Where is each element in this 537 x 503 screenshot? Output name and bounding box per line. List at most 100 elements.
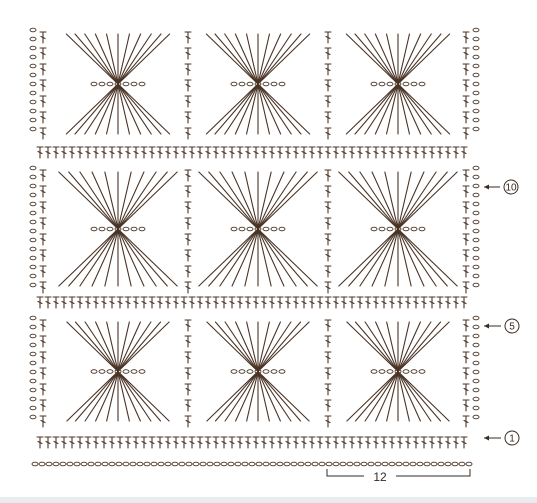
chain-stitch [29,201,37,207]
fan-stitch [397,33,411,85]
fan-stitch [397,228,437,287]
dc-stitch-bar [463,83,469,88]
chain-stitch [395,461,403,467]
dc-stitch-bar [309,440,315,445]
fan-stitch [105,33,119,85]
dc-stitch-bar [185,115,191,120]
dc-stitch-bar [197,440,203,445]
fan-stitch [397,228,412,287]
dc-stitch-bar [109,150,115,155]
fan-stitch [245,33,259,85]
dc-stitch-bar [325,403,331,408]
dc-stitch-bar [37,150,43,155]
fan-stitch [257,33,292,85]
chain-stitch [29,342,37,348]
dc-stitch-bar [229,150,235,155]
fan-stitch [117,321,162,373]
fan-stitch [397,370,432,422]
dc-stitch-bar [85,300,91,305]
chain-stitch [381,461,389,467]
dc-stitch-bar [157,440,163,445]
chain-stitch [29,72,37,78]
chain-stitch [114,226,122,232]
chain-stitch [472,351,480,357]
dc-stitch-bar [463,221,469,226]
dc-stitch-bar [185,419,191,424]
fan-stitch [257,228,318,287]
dc-stitch-bar [185,387,191,392]
chain-stitch [472,237,480,243]
dc-stitch-bar [45,300,51,305]
dc-stitch-bar [53,300,59,305]
chain-stitch [246,81,254,87]
dc-stitch-bar [45,150,51,155]
dc-stitch-bar [405,150,411,155]
fan-stitch [117,228,145,287]
fan-stitch [385,33,399,85]
dc-stitch-bar [189,300,195,305]
chain-stitch [29,90,37,96]
chain-stitch [106,81,114,87]
fan-stitch [257,83,302,135]
chain-stitch [386,81,394,87]
fan-stitch [66,321,119,373]
dc-stitch-bar [285,150,291,155]
fan-stitch [384,171,399,230]
fan-stitch [79,171,119,230]
chain-stitch [270,369,278,374]
fan-stitch [94,33,119,85]
dc-stitch-bar [149,300,155,305]
chain-stitch [402,369,410,374]
dc-stitch-bar [453,440,459,445]
fan-stitch [397,83,442,135]
dc-stitch-bar [245,300,251,305]
chain-stitch [472,342,480,348]
dc-stitch-bar [40,83,46,88]
chain-stitch [38,461,46,467]
fan-stitch [74,33,119,85]
dc-stitch-bar [381,440,387,445]
fan-stitch [117,83,171,135]
dc-stitch-bar [185,323,191,328]
dc-stitch-bar [325,83,331,88]
dc-stitch-bar [357,300,363,305]
dc-stitch-bar [445,300,451,305]
fan-stitch [94,83,119,135]
fan-stitch [397,33,442,85]
chain-stitch [339,461,347,467]
dc-stitch-bar [325,355,331,360]
dc-stitch-bar [93,150,99,155]
dc-stitch-bar [205,300,211,305]
dc-stitch-bar [40,131,46,136]
dc-stitch-bar [125,440,131,445]
dc-stitch-bar [293,150,299,155]
fan-stitch [224,370,259,422]
dc-stitch-bar [437,150,443,155]
fan-stitch [74,321,119,373]
chain-stitch [90,369,98,374]
fan-stitch [214,370,259,422]
chain-stitch [402,81,410,87]
fan-stitch [397,33,422,85]
chain-stitch [29,324,37,330]
dc-stitch-bar [381,300,387,305]
dc-stitch-bar [405,440,411,445]
fan-stitch [397,228,425,287]
dc-stitch-bar [40,173,46,178]
chain-stitch [29,192,37,198]
dc-stitch-bar [463,419,469,424]
fan-stitch [371,171,399,230]
dc-stitch-bar [40,67,46,72]
fan-stitch [257,370,281,422]
dc-stitch-bar [445,150,451,155]
dc-stitch-bar [77,300,83,305]
chain-stitch [370,81,378,87]
dc-stitch-bar [213,300,219,305]
dc-stitch-bar [325,35,331,40]
dc-stitch-bar [181,440,187,445]
fan-stitch [359,228,399,287]
fan-stitch [397,83,411,135]
dc-stitch-bar [61,440,67,445]
fan-stitch [117,228,132,287]
dc-stitch-bar [341,150,347,155]
